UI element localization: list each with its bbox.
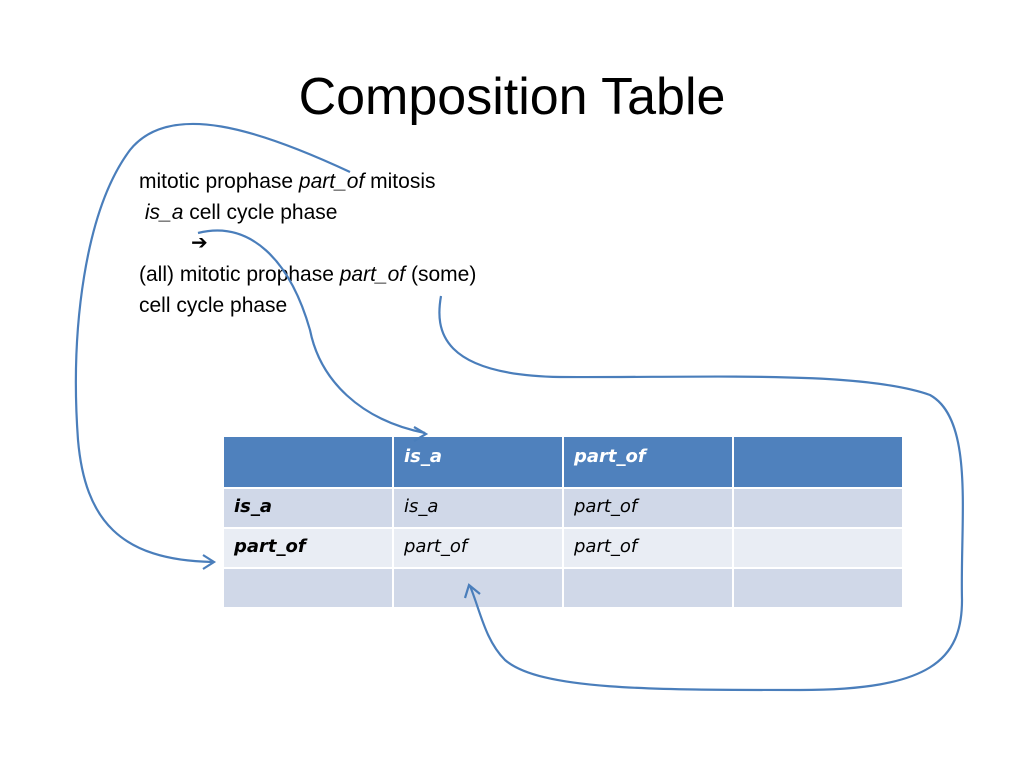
- table-cell: [732, 527, 904, 569]
- table-row: is_a is_a part_of: [222, 487, 904, 529]
- statement-line-4-relation: part_of: [339, 263, 406, 286]
- statement-text: mitotic prophase part_of mitosis is_a ce…: [139, 166, 476, 321]
- statement-line-1-post: mitosis: [364, 170, 436, 193]
- table-header-cell: is_a: [392, 435, 564, 489]
- table-cell: [392, 567, 564, 609]
- connector-part-of-to-row-head: [202, 554, 217, 570]
- statement-line-2: is_a cell cycle phase: [139, 197, 476, 228]
- statement-line-1: mitotic prophase part_of mitosis: [139, 166, 476, 197]
- table-row-header: part_of: [222, 527, 394, 569]
- table-cell: [732, 567, 904, 609]
- composition-table-grid: is_a part_of is_a is_a part_of part_of p…: [222, 435, 904, 609]
- statement-line-4-pre: (all) mitotic prophase: [139, 263, 340, 286]
- composition-table: is_a part_of is_a is_a part_of part_of p…: [222, 435, 904, 609]
- table-row: [222, 567, 904, 609]
- table-cell: is_a: [392, 487, 564, 529]
- statement-line-4-post: (some): [405, 263, 477, 286]
- statement-line-2-post: cell cycle phase: [183, 201, 338, 224]
- table-cell: part_of: [562, 487, 734, 529]
- table-cell: part_of: [562, 527, 734, 569]
- table-row-header: is_a: [222, 487, 394, 529]
- table-cell: [732, 487, 904, 529]
- statement-line-2-relation: is_a: [144, 201, 184, 224]
- slide-title: Composition Table: [298, 68, 726, 126]
- table-header-row: is_a part_of: [222, 435, 904, 489]
- table-cell: [562, 567, 734, 609]
- table-cell: part_of: [392, 527, 564, 569]
- table-row-header: [222, 567, 394, 609]
- table-header-cell: part_of: [562, 435, 734, 489]
- table-header-cell: [222, 435, 394, 489]
- statement-line-1-relation: part_of: [298, 170, 365, 193]
- table-row: part_of part_of part_of: [222, 527, 904, 569]
- statement-line-5: cell cycle phase: [139, 294, 288, 317]
- table-header-cell: [732, 435, 904, 489]
- statement-line-1-pre: mitotic prophase: [139, 170, 299, 193]
- implies-arrow-icon: ➔: [191, 232, 208, 254]
- statement-line-4: (all) mitotic prophase part_of (some): [139, 259, 476, 290]
